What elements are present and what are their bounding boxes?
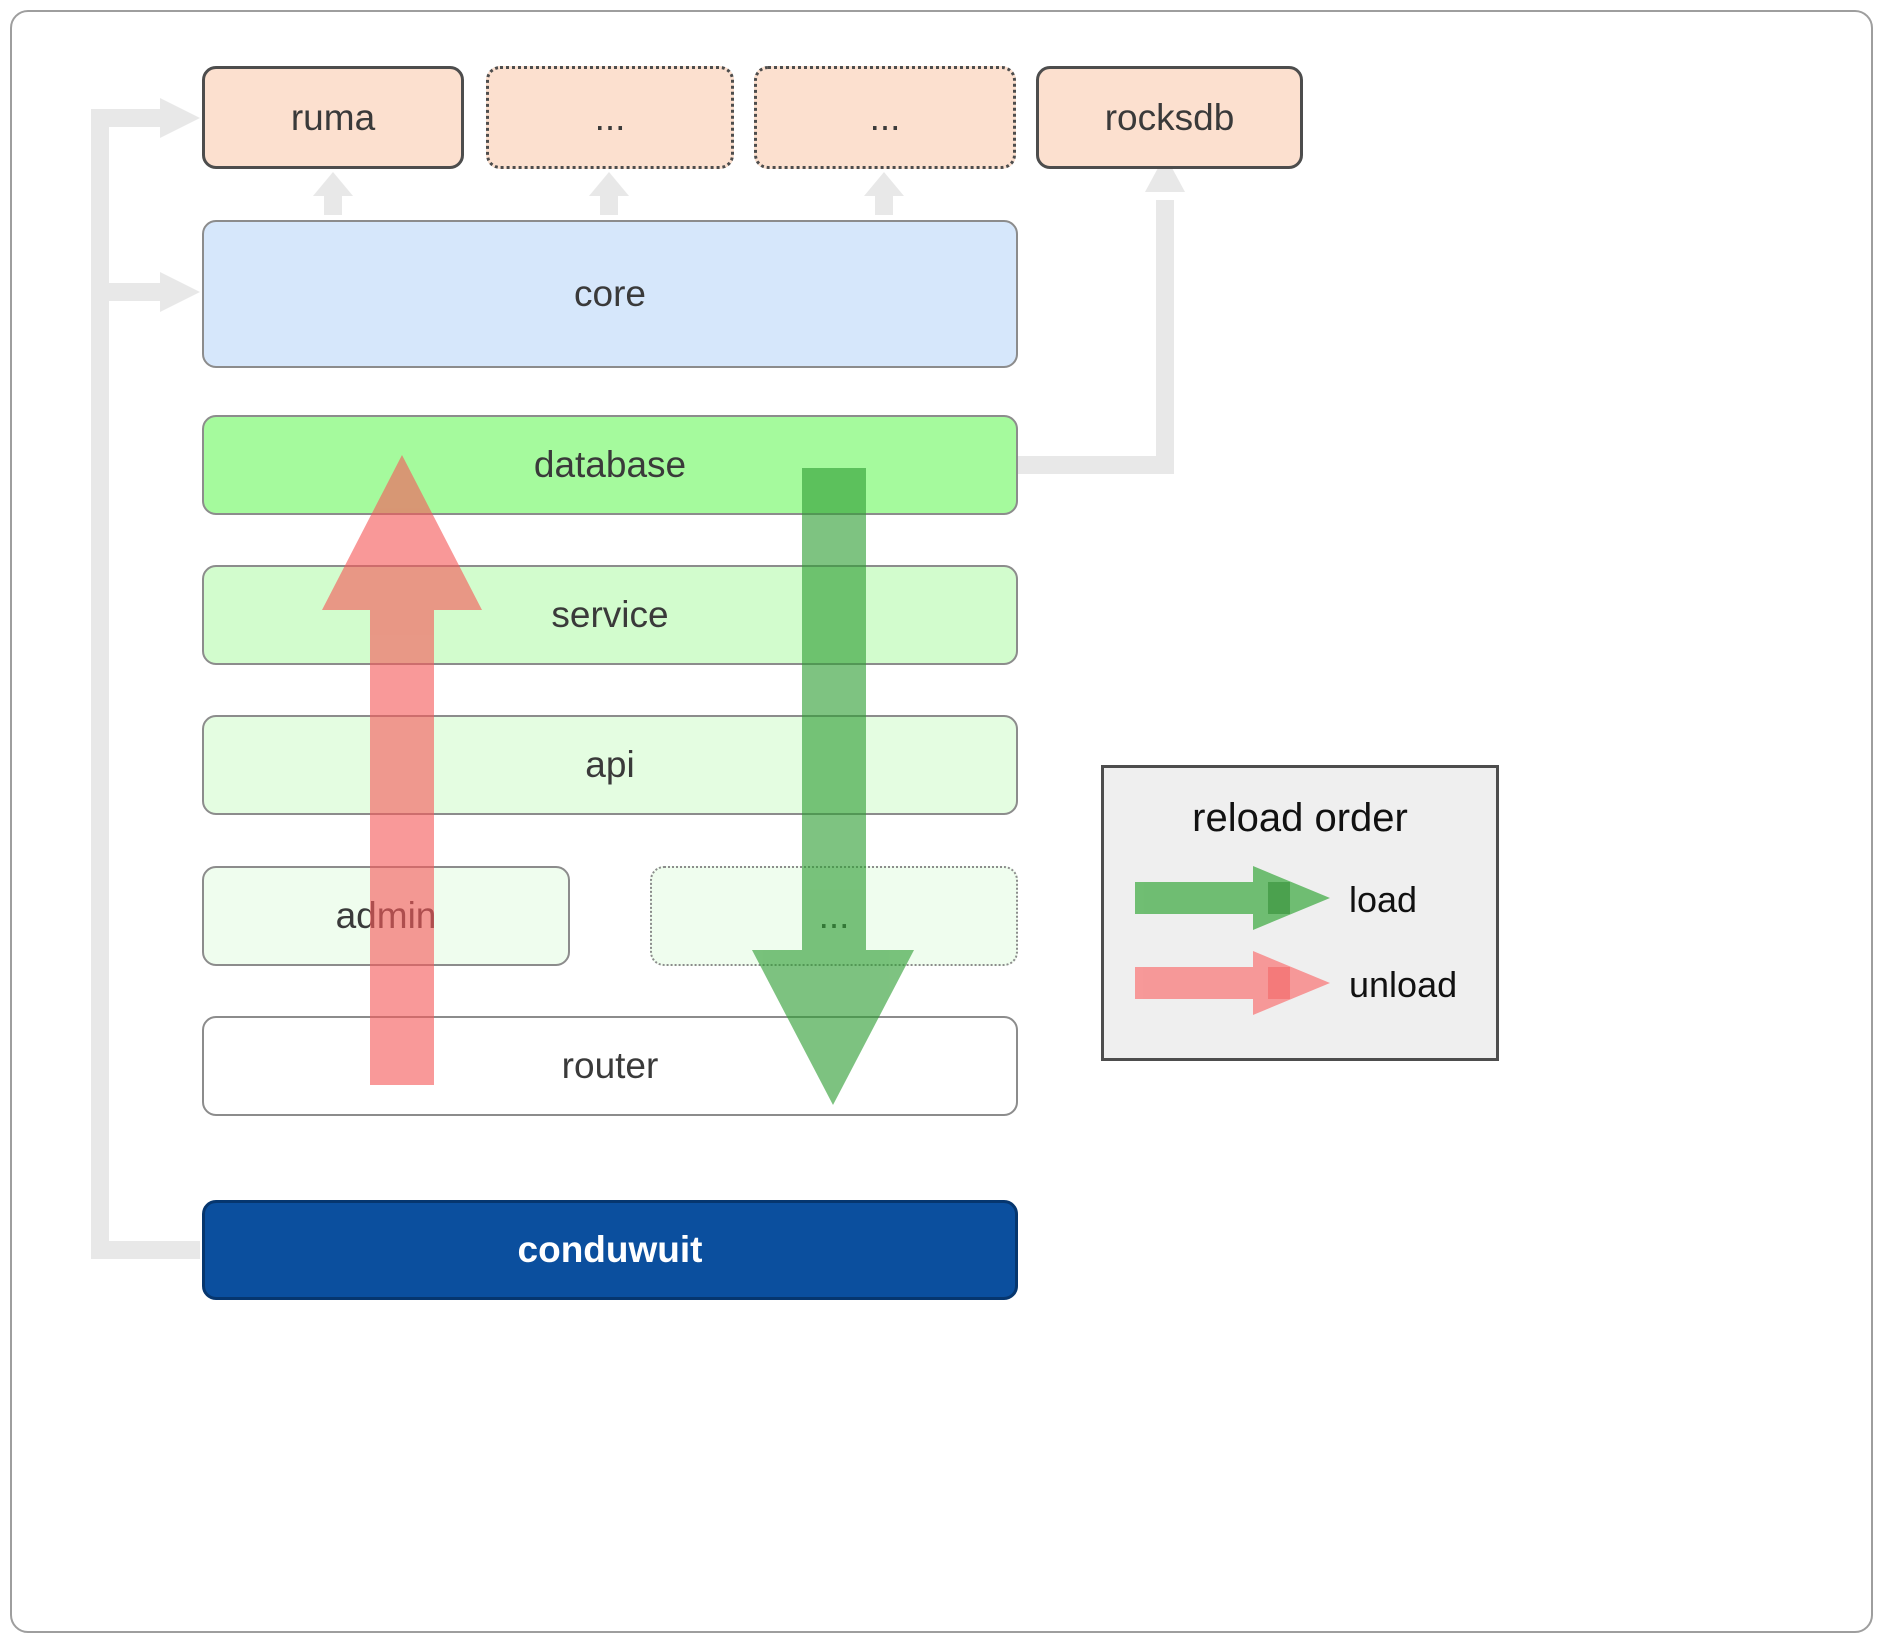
crate-box-ruma[interactable]: ruma — [202, 66, 464, 169]
crate-label: service — [551, 594, 669, 635]
crate-label: rocksdb — [1104, 96, 1235, 138]
crate-box-ellipsis-3[interactable]: ... — [650, 866, 1018, 966]
crate-label: api — [585, 744, 635, 785]
crate-label: ... — [869, 96, 901, 138]
legend-label-load: load — [1349, 879, 1418, 920]
crate-label: ruma — [290, 96, 376, 138]
crate-label: database — [533, 444, 687, 485]
crate-label: router — [561, 1045, 659, 1086]
crate-label: admin — [335, 895, 437, 936]
legend-label-unload: unload — [1349, 964, 1458, 1005]
legend-title: reload order — [1192, 796, 1408, 840]
crate-box-ellipsis-2[interactable]: ... — [754, 66, 1016, 169]
crate-box-core[interactable]: core — [202, 220, 1018, 368]
legend-panel: reload order — [1101, 765, 1499, 1061]
crate-label: ... — [594, 96, 626, 138]
crate-label: core — [574, 273, 646, 314]
crate-label: ... — [818, 895, 850, 936]
crate-box-rocksdb[interactable]: rocksdb — [1036, 66, 1303, 169]
binary-box-conduwuit[interactable]: conduwuit — [202, 1200, 1018, 1300]
binary-label: conduwuit — [517, 1229, 703, 1270]
crate-box-database[interactable]: database — [202, 415, 1018, 515]
crate-box-ellipsis-1[interactable]: ... — [486, 66, 734, 169]
crate-box-admin[interactable]: admin — [202, 866, 570, 966]
crate-box-router[interactable]: router — [202, 1016, 1018, 1116]
crate-box-api[interactable]: api — [202, 715, 1018, 815]
crate-box-service[interactable]: service — [202, 565, 1018, 665]
